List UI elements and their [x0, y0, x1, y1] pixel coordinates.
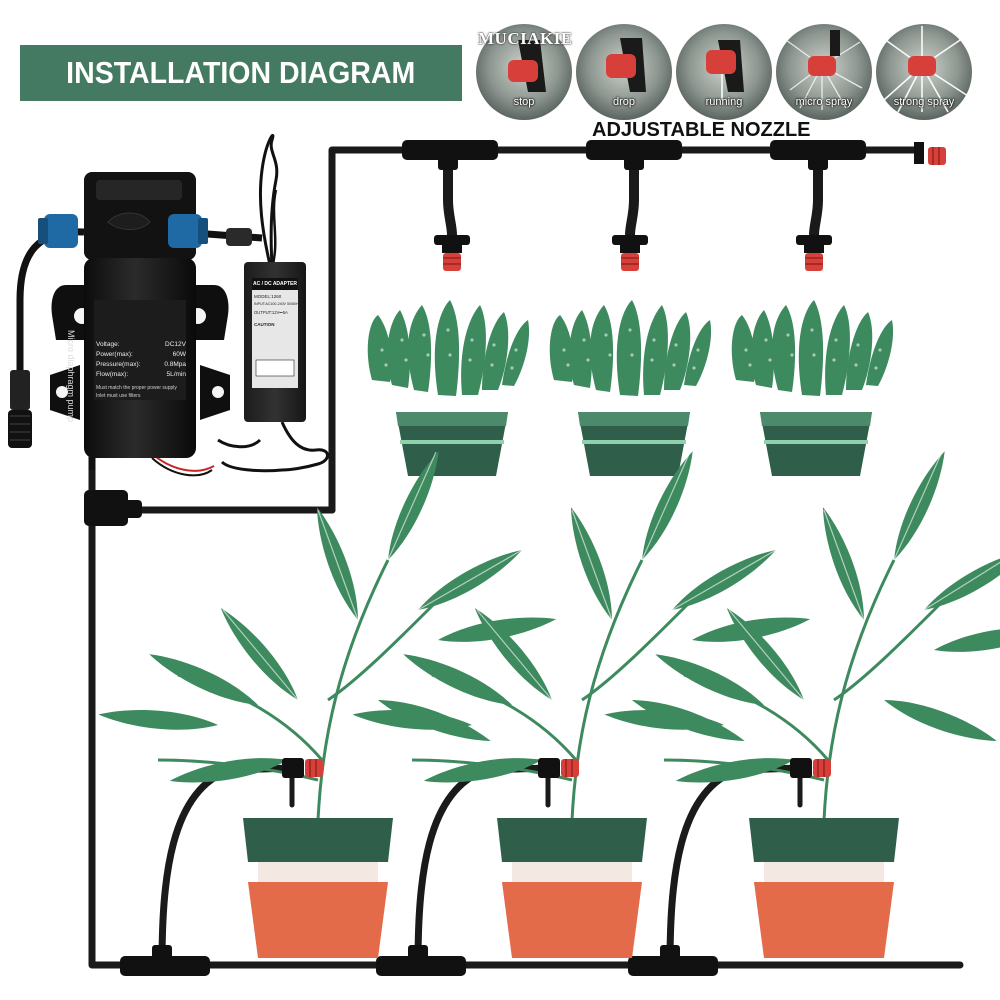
pump-spec-label: Pressure(max): — [96, 361, 141, 368]
brand-logo: MUCIAKIE — [478, 29, 573, 48]
title-banner: INSTALLATION DIAGRAM — [20, 45, 462, 101]
diaphragm-pump — [8, 172, 263, 458]
nozzle-photo-stop — [476, 24, 572, 120]
nozzle-mode-strong-spray-label: strong spray — [893, 96, 955, 108]
pump-spec-list: Voltage: DC12V Power(max): 60W Pressure(… — [96, 340, 186, 400]
bottom-nozzles — [282, 758, 831, 778]
nozzle-mode-running-label: running — [705, 96, 743, 108]
pump-spec-label: Power(max): — [96, 351, 133, 358]
pump-note-2: Inlet must use filters — [96, 393, 141, 399]
adapter-header: AC / DC ADAPTER — [253, 281, 297, 287]
nozzle-mode-micro-spray-label: micro spray — [795, 96, 853, 108]
nozzle-mode-stop-label: stop — [513, 96, 535, 108]
adapter-caution: CAUTION — [254, 322, 275, 327]
nozzle-mode-drop-label: drop — [612, 96, 636, 108]
lower-plant-3 — [603, 447, 1000, 958]
pump-spec-value: 60W — [172, 351, 186, 358]
upper-plants — [367, 300, 894, 476]
pump-note-1: Must match the proper power supply — [96, 385, 177, 391]
nozzle-photo-running — [676, 24, 772, 120]
adapter-input: INPUT:AC100-240V 50/60Hz — [254, 302, 301, 306]
adapter-model: MODEL:1260 — [254, 294, 282, 299]
top-nozzles — [434, 142, 946, 271]
nozzle-photo-strong-spray — [876, 24, 972, 120]
page-title: INSTALLATION DIAGRAM — [66, 55, 416, 90]
pump-spec-label: Voltage: — [96, 341, 120, 348]
pump-spec-label: Flow(max): — [96, 371, 129, 378]
lower-plants — [97, 447, 1000, 958]
adjustable-nozzle-title: ADJUSTABLE NOZZLE — [592, 119, 811, 141]
adapter-output: OUTPUT:12V⎓5A — [254, 310, 288, 315]
nozzle-photo-micro-spray — [776, 24, 872, 120]
upper-plant-1 — [367, 300, 530, 476]
upper-plant-2 — [549, 300, 712, 476]
nozzle-photos — [476, 24, 972, 120]
pump-spec-value: DC12V — [165, 341, 186, 348]
lower-plant-2 — [351, 447, 812, 958]
pump-spec-value: 0.8Mpa — [164, 361, 186, 368]
upper-plant-3 — [731, 300, 894, 476]
pump-spec-value: 5L/min — [166, 371, 186, 378]
tee-connectors — [84, 140, 866, 976]
pump-name-label: Micro diaphragm pump — [66, 330, 76, 423]
nozzle-photo-drop — [576, 24, 672, 120]
lower-plant-1 — [97, 447, 558, 958]
